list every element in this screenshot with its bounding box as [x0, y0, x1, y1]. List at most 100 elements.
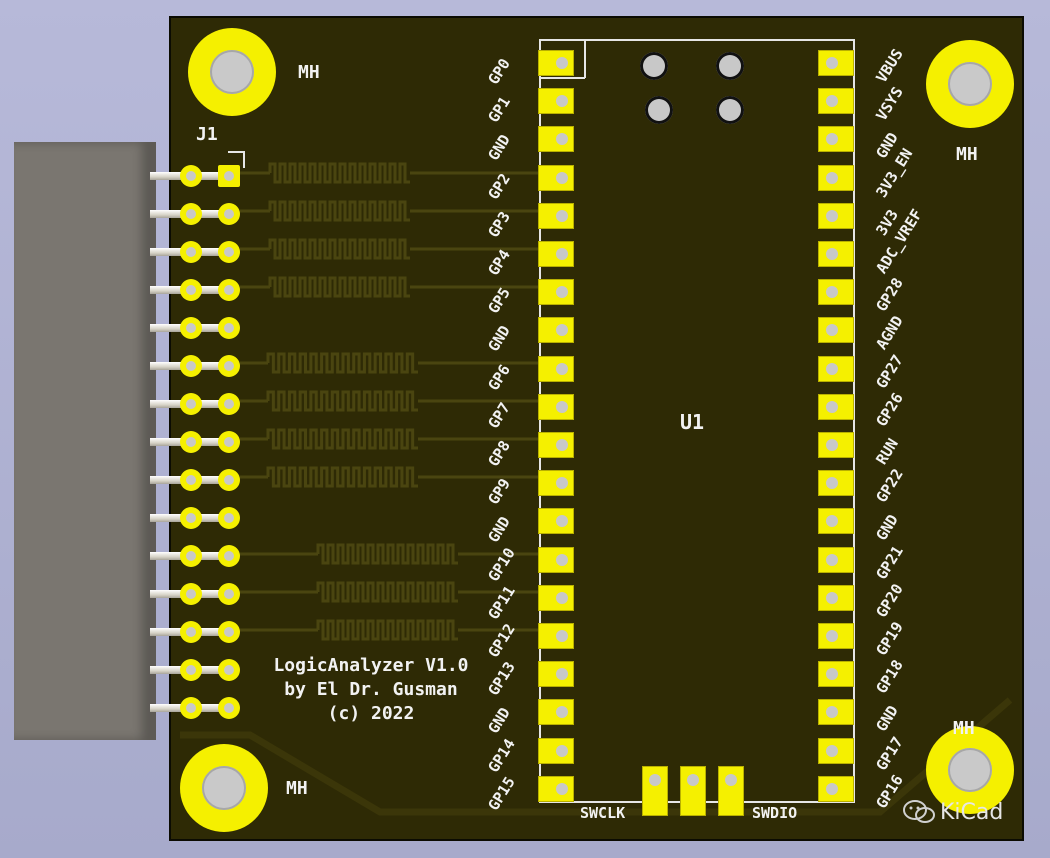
- module-pad-left-14[interactable]: [538, 584, 574, 611]
- swdio-label: SWDIO: [752, 804, 798, 822]
- pad-hole: [556, 95, 568, 108]
- pad-hole: [556, 171, 568, 184]
- pad-hole: [826, 324, 838, 337]
- connector-pad[interactable]: [180, 697, 202, 719]
- module-pad-left-3[interactable]: [538, 164, 574, 191]
- module-pad-left-6[interactable]: [538, 279, 574, 306]
- module-pad-right-9[interactable]: [818, 393, 854, 420]
- connector-pad[interactable]: [218, 355, 240, 377]
- watermark-text: KiCad: [940, 799, 1004, 825]
- connector-pad[interactable]: [180, 431, 202, 453]
- module-pad-right-11[interactable]: [818, 470, 854, 497]
- pad-hole: [556, 57, 568, 69]
- module-pad-left-7[interactable]: [538, 317, 574, 344]
- module-pad-right-3[interactable]: [818, 164, 854, 191]
- module-pad-left-12[interactable]: [538, 508, 574, 535]
- swd-pad-1[interactable]: [680, 766, 706, 816]
- module-pad-right-14[interactable]: [818, 584, 854, 611]
- pad-hole: [556, 744, 568, 757]
- mounting-hole-br: [926, 726, 1014, 814]
- module-pad-left-17[interactable]: [538, 699, 574, 726]
- module-pad-right-15[interactable]: [818, 623, 854, 649]
- connector-pad[interactable]: [218, 545, 240, 567]
- usb-mount-via: [640, 52, 668, 80]
- module-ref-label: U1: [680, 410, 705, 434]
- connector-pad[interactable]: [218, 317, 240, 339]
- pad-hole: [826, 744, 838, 757]
- module-pad-right-18[interactable]: [818, 737, 854, 764]
- module-pad-right-16[interactable]: [818, 661, 854, 688]
- module-pad-left-11[interactable]: [538, 470, 574, 497]
- connector-pad[interactable]: [180, 393, 202, 415]
- connector-pad[interactable]: [180, 621, 202, 643]
- connector-pad[interactable]: [218, 621, 240, 643]
- pad-hole: [826, 133, 838, 146]
- module-pad-right-4[interactable]: [818, 202, 854, 229]
- pad-hole: [826, 57, 838, 69]
- connector-pad[interactable]: [180, 507, 202, 529]
- module-pad-left-2[interactable]: [538, 126, 574, 153]
- module-pad-right-12[interactable]: [818, 508, 854, 535]
- connector-pad[interactable]: [180, 317, 202, 339]
- connector-pad[interactable]: [180, 545, 202, 567]
- connector-pad[interactable]: [218, 393, 240, 415]
- module-pad-left-0[interactable]: [538, 50, 574, 76]
- module-pad-left-8[interactable]: [538, 355, 574, 382]
- module-pad-left-10[interactable]: [538, 432, 574, 458]
- module-pad-left-1[interactable]: [538, 88, 574, 115]
- connector-pad[interactable]: [180, 165, 202, 187]
- connector-pad[interactable]: [218, 659, 240, 681]
- module-pad-right-8[interactable]: [818, 355, 854, 382]
- module-pad-right-2[interactable]: [818, 126, 854, 153]
- module-pad-left-13[interactable]: [538, 546, 574, 573]
- connector-pad[interactable]: [218, 583, 240, 605]
- module-pad-right-19[interactable]: [818, 775, 854, 802]
- module-pad-right-7[interactable]: [818, 317, 854, 344]
- module-pad-right-5[interactable]: [818, 241, 854, 267]
- connector-pad[interactable]: [218, 507, 240, 529]
- module-pad-right-0[interactable]: [818, 50, 854, 76]
- connector-pad[interactable]: [218, 697, 240, 719]
- pad-hole: [826, 248, 838, 260]
- connector-pad[interactable]: [218, 241, 240, 263]
- pad-hole: [556, 668, 568, 681]
- module-pad-left-15[interactable]: [538, 623, 574, 649]
- connector-body: [14, 142, 156, 740]
- module-pad-left-9[interactable]: [538, 393, 574, 420]
- connector-pad[interactable]: [218, 469, 240, 491]
- swd-pad-0[interactable]: [642, 766, 668, 816]
- module-pad-right-1[interactable]: [818, 88, 854, 115]
- connector-pad[interactable]: [218, 431, 240, 453]
- module-pad-left-5[interactable]: [538, 241, 574, 267]
- connector-pad[interactable]: [180, 241, 202, 263]
- connector-pad[interactable]: [218, 203, 240, 225]
- connector-pad[interactable]: [180, 659, 202, 681]
- connector-pad[interactable]: [180, 203, 202, 225]
- board-info-line-3: (c) 2022: [327, 703, 415, 724]
- pad-hole: [826, 630, 838, 642]
- mounting-hole-tl: [188, 28, 276, 116]
- connector-pad[interactable]: [180, 355, 202, 377]
- connector-pad[interactable]: [180, 279, 202, 301]
- swclk-label: SWCLK: [580, 804, 626, 822]
- module-pad-left-18[interactable]: [538, 737, 574, 764]
- connector-pad-1[interactable]: [218, 165, 240, 187]
- chat-bubble-icon: [903, 800, 935, 823]
- module-pad-right-17[interactable]: [818, 699, 854, 726]
- module-pad-left-4[interactable]: [538, 202, 574, 229]
- pad-hole: [556, 400, 568, 413]
- connector-pad[interactable]: [180, 469, 202, 491]
- module-pad-right-13[interactable]: [818, 546, 854, 573]
- module-pad-left-16[interactable]: [538, 661, 574, 688]
- pad-hole: [556, 286, 568, 299]
- connector-pad[interactable]: [180, 583, 202, 605]
- module-pad-left-19[interactable]: [538, 775, 574, 802]
- connector-pad[interactable]: [218, 279, 240, 301]
- pad-hole: [725, 774, 737, 786]
- pad-hole: [556, 591, 568, 604]
- swd-pad-2[interactable]: [718, 766, 744, 816]
- module-pad-right-6[interactable]: [818, 279, 854, 306]
- usb-mount-via: [716, 52, 744, 80]
- module-pad-right-10[interactable]: [818, 432, 854, 458]
- pad-hole: [556, 630, 568, 642]
